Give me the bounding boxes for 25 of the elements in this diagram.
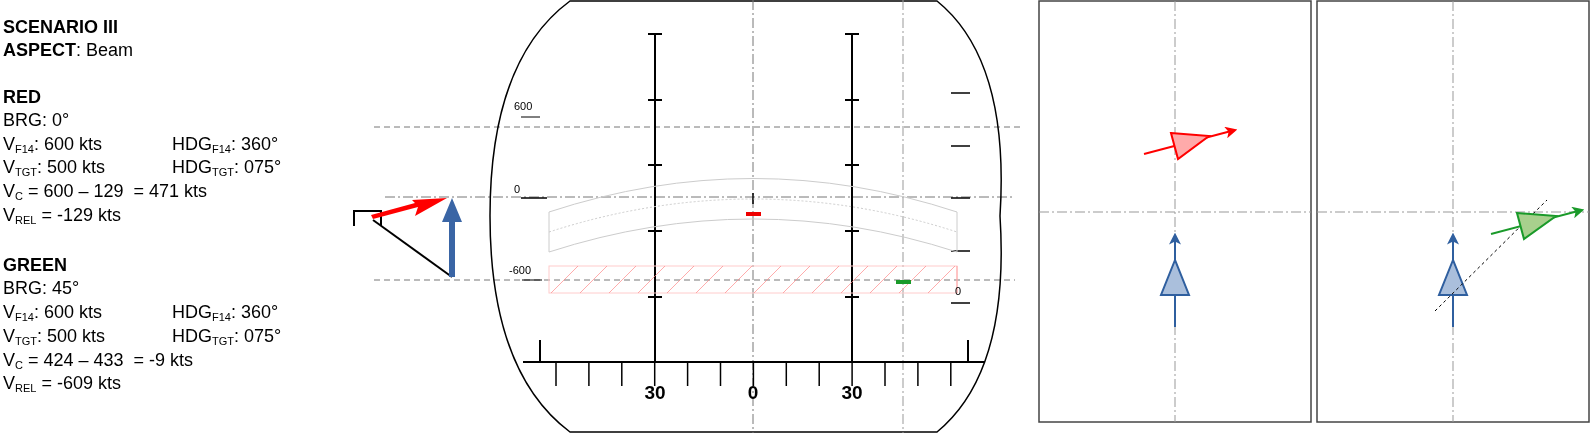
stat-line: V$_{C}$ = 424 – 433 = -9 kts bbox=[3, 350, 194, 370]
stat-line: V$_{TGT}$: 500 kts bbox=[3, 157, 106, 177]
aspect-text: ASPECT: Beam bbox=[3, 40, 134, 60]
stat-line: V$_{TGT}$: 500 kts bbox=[3, 326, 106, 346]
stat-line: V$_{REL}$ = -609 kts bbox=[3, 373, 121, 393]
stat-line: HDG$_{F14}$: 360° bbox=[172, 302, 279, 322]
azimuth-number: 0 bbox=[747, 383, 759, 403]
stat-line: BRG: 45° bbox=[3, 278, 80, 298]
azimuth-number: 30 bbox=[644, 383, 666, 403]
scale-number: 0 bbox=[955, 285, 962, 297]
stat-line: BRG: 0° bbox=[3, 110, 70, 130]
stat-line: V$_{F14}$: 600 kts bbox=[3, 302, 103, 322]
stat-line: V$_{F14}$: 600 kts bbox=[3, 134, 103, 154]
section-heading: GREEN bbox=[3, 255, 67, 275]
azimuth-number: 30 bbox=[841, 383, 863, 403]
scale-number: 600 bbox=[514, 100, 533, 112]
stat-line: V$_{C}$ = 600 – 129 = 471 kts bbox=[3, 181, 208, 201]
stat-line: HDG$_{TGT}$: 075° bbox=[172, 326, 282, 346]
scale-number: 0 bbox=[514, 183, 521, 195]
scale-number: -600 bbox=[509, 264, 532, 276]
stat-line: HDG$_{TGT}$: 075° bbox=[172, 157, 282, 177]
scenario-title: SCENARIO III bbox=[3, 17, 118, 37]
section-heading: RED bbox=[3, 87, 41, 107]
stat-line: HDG$_{F14}$: 360° bbox=[172, 134, 279, 154]
stat-line: V$_{REL}$ = -129 kts bbox=[3, 205, 121, 225]
